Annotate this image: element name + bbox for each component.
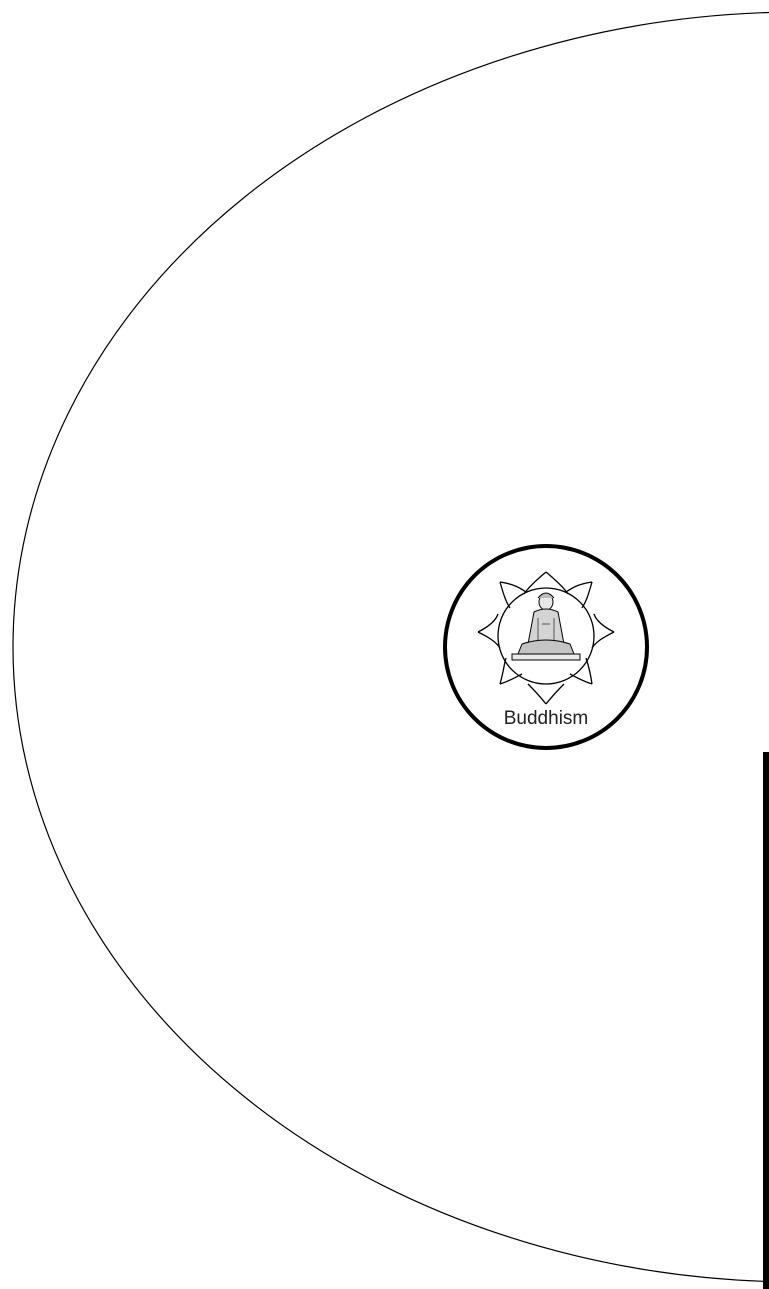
scrollbar-track-edge bbox=[763, 752, 769, 1289]
religion-node-buddhism[interactable]: Buddhism bbox=[442, 544, 650, 750]
node-label-buddhism: Buddhism bbox=[442, 708, 650, 730]
